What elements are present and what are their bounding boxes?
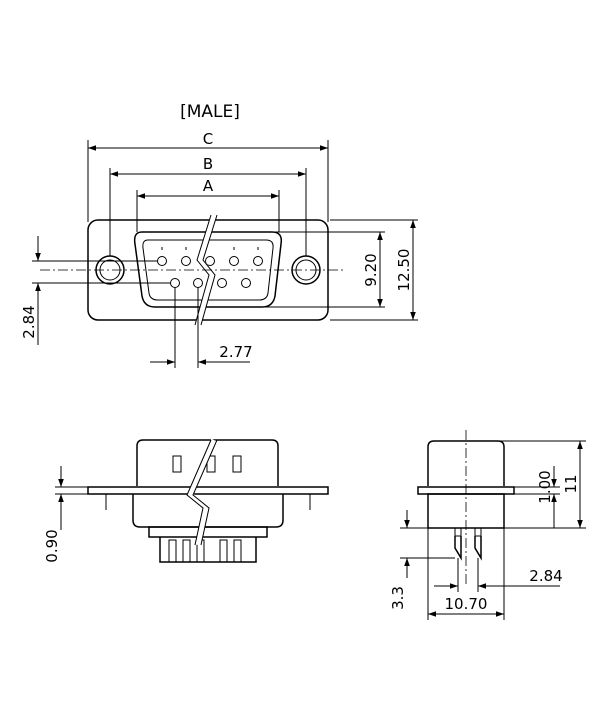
side-shell [136, 439, 279, 486]
pin [217, 278, 227, 288]
drawing-title: [MALE] [180, 102, 240, 122]
pin [241, 278, 251, 288]
pin [193, 278, 203, 288]
side-flange [87, 486, 329, 495]
pin [157, 256, 167, 266]
dim-height-small: 1.00 [536, 470, 554, 503]
pin [170, 278, 180, 288]
dim-shell-height: 9.20 [362, 253, 380, 286]
dim-a-label: A [203, 177, 214, 195]
front-view: C B A 9.20 12.50 2.84 2.77 [20, 130, 418, 368]
side-pins [168, 539, 242, 563]
pin-grid [157, 247, 263, 288]
dim-flange-height: 12.50 [395, 249, 413, 292]
end-view: 1.00 11 3.3 2.84 10.70 [389, 430, 586, 620]
side-view: 0.90 [43, 438, 329, 563]
dim-pin-length: 3.3 [389, 586, 407, 610]
dim-row-spacing: 2.84 [20, 305, 38, 338]
end-shell [427, 440, 505, 486]
dim-width: 10.70 [445, 595, 488, 613]
dim-b-label: B [203, 155, 213, 173]
pin [229, 256, 239, 266]
break-line [195, 214, 217, 326]
dim-pin-offset: 2.84 [529, 567, 562, 585]
pin [253, 256, 263, 266]
d-shell-inner [142, 239, 274, 301]
dim-flange-thickness: 0.90 [43, 529, 61, 562]
d-shell-outer [133, 231, 283, 308]
dim-c-label: C [203, 130, 213, 148]
pin [205, 256, 215, 266]
dim-pin-pitch: 2.77 [219, 343, 252, 361]
dim-height-total: 11 [562, 474, 580, 493]
pin [181, 256, 191, 266]
